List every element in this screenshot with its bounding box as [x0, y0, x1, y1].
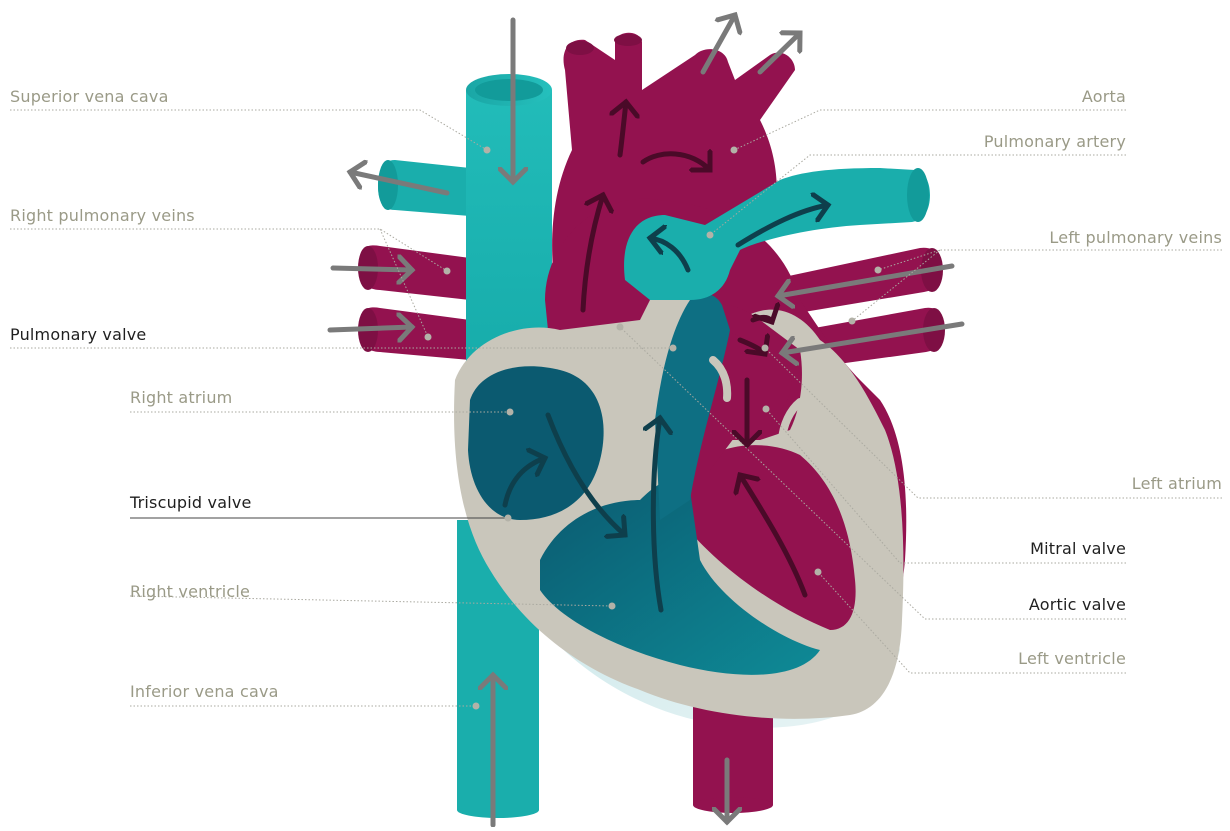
label-right-atrium: Right atrium — [130, 388, 232, 408]
label-pulmonary-valve: Pulmonary valve — [10, 325, 146, 345]
label-left-atrium: Left atrium — [1132, 474, 1222, 494]
label-pulmonary-artery: Pulmonary artery — [984, 132, 1126, 152]
label-aorta: Aorta — [1082, 87, 1126, 107]
label-left-pulmonary-veins: Left pulmonary veins — [1049, 228, 1222, 248]
label-mitral-valve: Mitral valve — [1030, 539, 1126, 559]
label-inferior-vena-cava: Inferior vena cava — [130, 682, 279, 702]
label-right-pulmonary-veins: Right pulmonary veins — [10, 206, 195, 226]
label-superior-vena-cava: Superior vena cava — [10, 87, 169, 107]
right-pulmonary-veins — [358, 245, 470, 360]
label-left-ventricle: Left ventricle — [1018, 649, 1126, 669]
label-aortic-valve: Aortic valve — [1029, 595, 1126, 615]
label-right-ventricle: Right ventricle — [130, 582, 250, 602]
label-triscupid-valve: Triscupid valve — [130, 493, 252, 513]
